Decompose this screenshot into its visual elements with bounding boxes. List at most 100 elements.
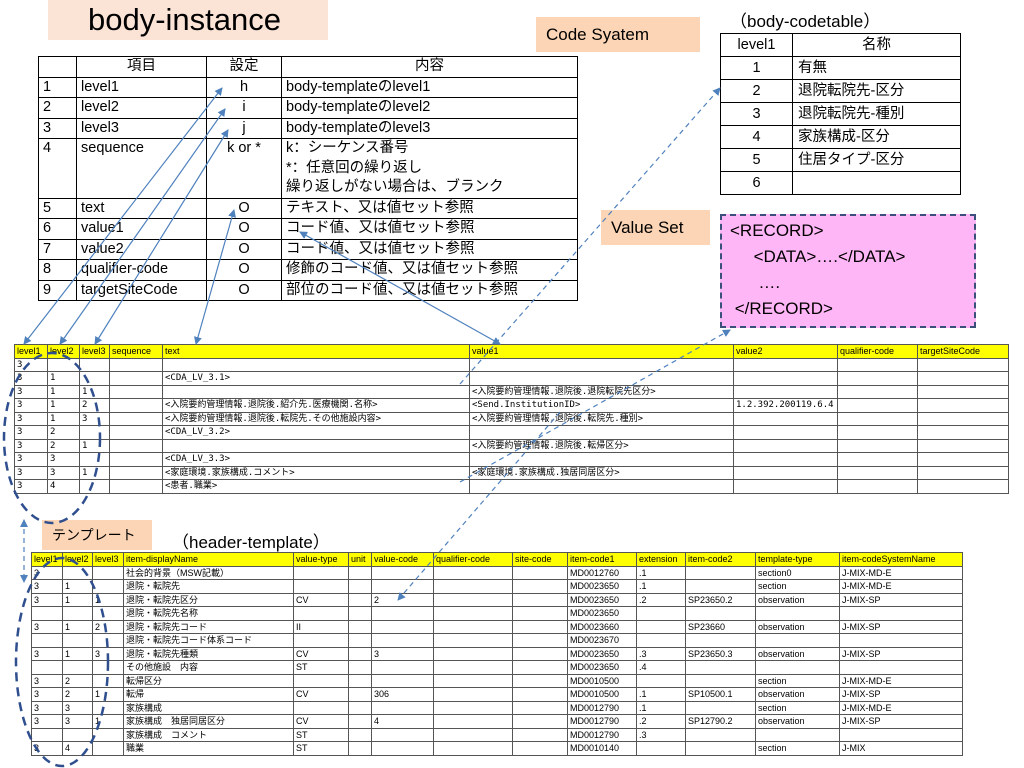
template-cell: MD0012790 [567, 727, 637, 742]
table-row: 4 sequence k or * k：シーケンス番号 *：任意回の繰り返し 繰… [38, 138, 578, 199]
content-line: *：任意回の繰り返し [286, 159, 423, 176]
template-cell [348, 673, 372, 688]
template-cell [371, 700, 434, 715]
template-cell: 1 [62, 579, 93, 594]
value-set-label: Value Set [601, 210, 710, 245]
template-cell: J-MIX-MD-E [839, 565, 963, 580]
template-cell: 4 [62, 741, 93, 756]
instance-cell: 3 [14, 425, 48, 440]
template-cell: .3 [636, 727, 686, 742]
instance-cell [917, 357, 1009, 372]
instance-header-cell: text [162, 344, 470, 359]
row-number: 4 [38, 138, 77, 199]
header-template-title: （header-template） [172, 533, 330, 552]
template-cell: 1 [92, 687, 124, 702]
template-cell: 306 [371, 687, 434, 702]
template-cell: 3 [31, 700, 63, 715]
setting-cell: O [206, 279, 282, 301]
row-number: 7 [38, 238, 77, 260]
template-cell [293, 633, 349, 648]
table-row: 1 level1 h body-templateのlevel1 [38, 76, 578, 98]
codetable-header-name: 名称 [792, 33, 961, 57]
setting-cell: k or * [206, 138, 282, 199]
template-cell [433, 606, 513, 621]
content-cell: 修飾のコード値、又は値セット参照 [281, 259, 578, 281]
template-cell [512, 633, 568, 648]
template-cell: CV [293, 714, 349, 729]
template-cell: J-MIX-MD-E [839, 579, 963, 594]
instance-cell: 1 [47, 398, 80, 413]
instance-cell: <CDA_LV_3.2> [162, 425, 470, 440]
template-cell [685, 579, 756, 594]
setting-cell: O [206, 197, 282, 219]
template-header-cell: item-code1 [567, 552, 637, 567]
template-cell: observation [755, 687, 840, 702]
item-cell: sequence [76, 138, 207, 199]
template-cell: その他施設 内容 [123, 660, 294, 675]
row-number: 6 [38, 218, 77, 240]
template-cell: MD0023670 [567, 633, 637, 648]
template-cell: .4 [636, 660, 686, 675]
instance-cell [837, 411, 918, 426]
template-cell: CV [293, 687, 349, 702]
template-cell [348, 606, 372, 621]
template-cell: section [755, 579, 840, 594]
template-cell [636, 619, 686, 634]
codetable-title: （body-codetable） [730, 12, 881, 31]
instance-cell [917, 438, 1009, 453]
item-cell: qualifier-code [76, 259, 207, 281]
template-cell [433, 700, 513, 715]
template-cell [512, 741, 568, 756]
instance-cell [79, 452, 110, 467]
template-cell: MD0023650 [567, 606, 637, 621]
template-cell: .2 [636, 592, 686, 607]
instance-cell [917, 479, 1009, 494]
template-cell: MD0023650 [567, 660, 637, 675]
template-cell [685, 633, 756, 648]
template-cell [92, 700, 124, 715]
instance-cell [109, 411, 163, 426]
table-row: 3 [14, 357, 1009, 372]
template-cell [433, 565, 513, 580]
template-cell [293, 565, 349, 580]
template-cell [92, 741, 124, 756]
item-cell: level3 [76, 117, 207, 139]
template-cell: SP23650.3 [685, 646, 756, 661]
setting-cell: i [206, 97, 282, 119]
template-cell: 退院・転院先コード [123, 619, 294, 634]
template-cell: 3 [31, 687, 63, 702]
instance-cell [109, 479, 163, 494]
instance-cell: <入院要約管理情報.退院後.紹介先.医療機関.名称> [162, 398, 470, 413]
template-cell: MD0023650 [567, 579, 637, 594]
template-cell: 2 [92, 619, 124, 634]
instance-cell [79, 425, 110, 440]
instance-cell [469, 357, 734, 372]
template-cell [755, 660, 840, 675]
instance-cell: 3 [79, 411, 110, 426]
template-cell: 3 [31, 673, 63, 688]
template-cell [371, 606, 434, 621]
instance-cell: 4 [47, 479, 80, 494]
template-cell [62, 606, 93, 621]
template-cell [839, 606, 963, 621]
template-cell: .1 [636, 579, 686, 594]
instance-cell: 3 [14, 371, 48, 386]
instance-cell [162, 384, 470, 399]
instance-cell: 3 [14, 357, 48, 372]
content-cell: 部位のコード値、又は値セット参照 [281, 279, 578, 301]
instance-cell: <家庭環境.家族構成.コメント> [162, 465, 470, 480]
instance-cell [109, 384, 163, 399]
instance-cell [837, 384, 918, 399]
table-row: 2 level2 i body-templateのlevel2 [38, 97, 578, 119]
instance-cell [469, 425, 734, 440]
codetable-level1-cell: 1 [720, 56, 793, 80]
template-cell: MD0023650 [567, 592, 637, 607]
instance-cell: 2 [47, 425, 80, 440]
instance-cell [917, 384, 1009, 399]
